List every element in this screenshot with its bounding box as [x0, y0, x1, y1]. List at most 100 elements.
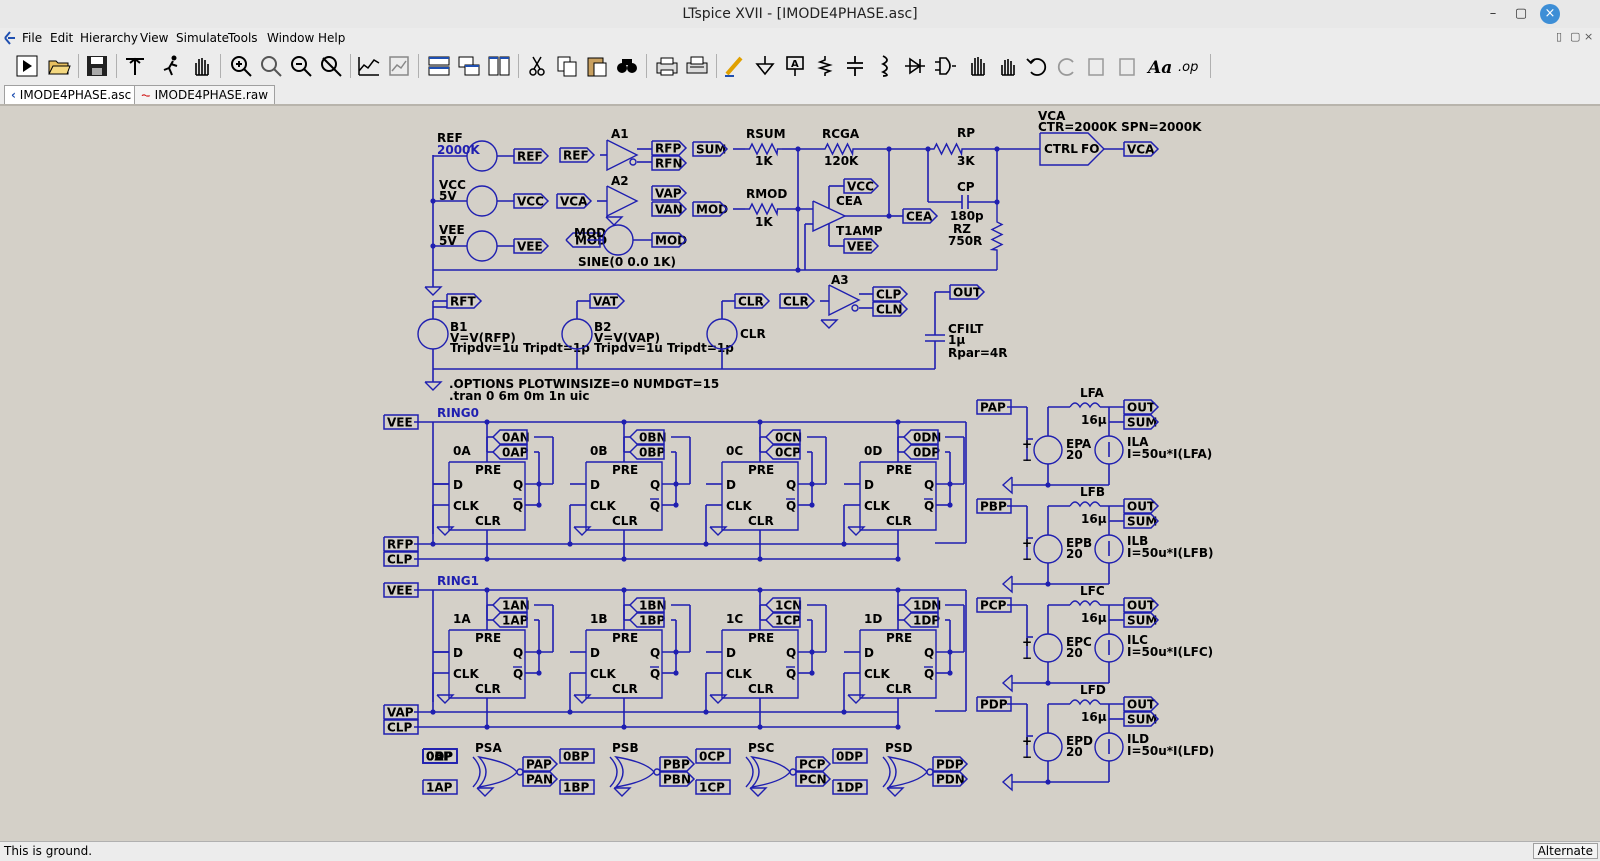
print-setup-icon[interactable]: [684, 53, 710, 79]
tab-waveform[interactable]: ⏦ IMODE4PHASE.raw: [134, 85, 276, 104]
find-icon[interactable]: [614, 53, 640, 79]
ground-icon[interactable]: [752, 53, 778, 79]
redo-icon[interactable]: [1054, 53, 1080, 79]
plot-edit-icon[interactable]: [386, 53, 412, 79]
net-out-phase: OUT: [1127, 698, 1156, 712]
menu-help[interactable]: Help: [318, 31, 346, 45]
print-icon[interactable]: [654, 53, 680, 79]
cfilt-name: CFILT: [948, 322, 984, 336]
maximize-button[interactable]: ▢: [1514, 6, 1528, 21]
flip-flop: [859, 461, 937, 531]
pan-icon[interactable]: [188, 53, 214, 79]
net-ring-output: 0CP: [775, 446, 801, 460]
menu-simulate[interactable]: Simulate: [176, 31, 230, 45]
save-icon[interactable]: [84, 53, 110, 79]
flip-flop: [585, 461, 663, 531]
net-flag: [513, 193, 550, 209]
current-source-value: I=50u*I(LFC): [1127, 645, 1213, 659]
app-icon[interactable]: [3, 30, 17, 46]
xor-name: PSB: [612, 741, 639, 755]
current-source-value: I=50u*I(LFB): [1127, 546, 1213, 560]
text-icon[interactable]: Aa: [1146, 53, 1172, 79]
ff-name: 1A: [453, 612, 471, 626]
net-xor-out1: PBP: [663, 758, 690, 772]
net-flag: [422, 779, 458, 795]
ground-symbol: [476, 787, 495, 797]
component-icon[interactable]: [932, 53, 958, 79]
diode-icon[interactable]: [902, 53, 928, 79]
net-ring-output: 0AP: [502, 446, 529, 460]
ground-symbol: [605, 216, 624, 226]
net-flag: [843, 178, 880, 194]
label-net-icon[interactable]: A: [782, 53, 808, 79]
xor-gate: [614, 755, 655, 789]
vee-source-name: VEE: [439, 223, 465, 237]
menu-window[interactable]: Window: [267, 31, 315, 45]
menu-tools[interactable]: Tools: [228, 31, 258, 45]
ground-symbol: [613, 787, 632, 797]
copy-icon[interactable]: [554, 53, 580, 79]
rotate-icon[interactable]: [1084, 53, 1110, 79]
tab-schematic[interactable]: ‹ IMODE4PHASE.asc: [4, 85, 139, 104]
menu-edit[interactable]: Edit: [50, 31, 74, 45]
inductor-icon[interactable]: [872, 53, 898, 79]
net-cln: CLN: [876, 303, 903, 317]
capacitor-icon[interactable]: [842, 53, 868, 79]
junction-dot: [841, 709, 847, 715]
minimize-button[interactable]: –: [1489, 6, 1497, 21]
b1-expr: V=V(RFP): [450, 331, 516, 345]
draw-wire-icon[interactable]: [722, 53, 748, 79]
undo-icon[interactable]: [1024, 53, 1050, 79]
zoom-in-icon[interactable]: [228, 53, 254, 79]
vcvs-name: EPC: [1066, 635, 1092, 649]
net-rfn: RFN: [655, 157, 682, 171]
zoom-out-icon[interactable]: [288, 53, 314, 79]
drag-icon[interactable]: [994, 53, 1020, 79]
ground-symbol: [424, 381, 443, 391]
paste-icon[interactable]: [584, 53, 610, 79]
mod-source-name: MOD: [574, 226, 606, 240]
zoom-fit-icon[interactable]: [258, 53, 284, 79]
vcvs-name: EPB: [1066, 536, 1092, 550]
junction-dot: [621, 419, 627, 425]
cut-icon[interactable]: [524, 53, 550, 79]
control-panel-icon[interactable]: [122, 53, 148, 79]
zoom-cancel-icon[interactable]: [318, 53, 344, 79]
close-button[interactable]: ×: [1540, 4, 1560, 24]
net-ring-output: 1CN: [775, 599, 802, 613]
junction-dot: [809, 481, 815, 487]
resistor-icon[interactable]: [812, 53, 838, 79]
spice-directive-icon[interactable]: .op: [1176, 53, 1202, 79]
run-icon[interactable]: [14, 53, 40, 79]
menu-file[interactable]: File: [22, 31, 43, 45]
ground-symbol: [709, 526, 728, 536]
open-icon[interactable]: [46, 53, 72, 79]
b1-name: B1: [450, 320, 468, 334]
plot-icon[interactable]: [356, 53, 382, 79]
resistor: [820, 142, 858, 157]
menu-hierarchy[interactable]: Hierarchy: [80, 31, 139, 45]
junction-dot: [947, 502, 953, 508]
net-ring-vee: VEE: [387, 584, 413, 598]
mirror-icon[interactable]: [1114, 53, 1140, 79]
xor-gate-curve: [882, 756, 891, 788]
net-sum-phase: SUM: [1127, 614, 1157, 628]
cascade-icon[interactable]: [456, 53, 482, 79]
mdi-restore-button[interactable]: ▢: [1570, 30, 1581, 43]
ff-pin-qbar: Q: [513, 499, 523, 513]
move-icon[interactable]: [964, 53, 990, 79]
tile-icon[interactable]: [486, 53, 512, 79]
net-vap: VAP: [655, 187, 682, 201]
net-flag: [903, 612, 939, 628]
mdi-close-button[interactable]: ×: [1584, 30, 1594, 43]
tile-horizontal-icon[interactable]: [426, 53, 452, 79]
mdi-minimize-button[interactable]: ▯: [1556, 30, 1563, 43]
net-out: OUT: [953, 286, 982, 300]
menu-view[interactable]: View: [140, 31, 169, 45]
vee-source-value: 5V: [439, 234, 457, 248]
flip-flop: [448, 461, 526, 531]
net-vee-amp: VEE: [847, 240, 873, 254]
run-walker-icon[interactable]: [158, 53, 184, 79]
